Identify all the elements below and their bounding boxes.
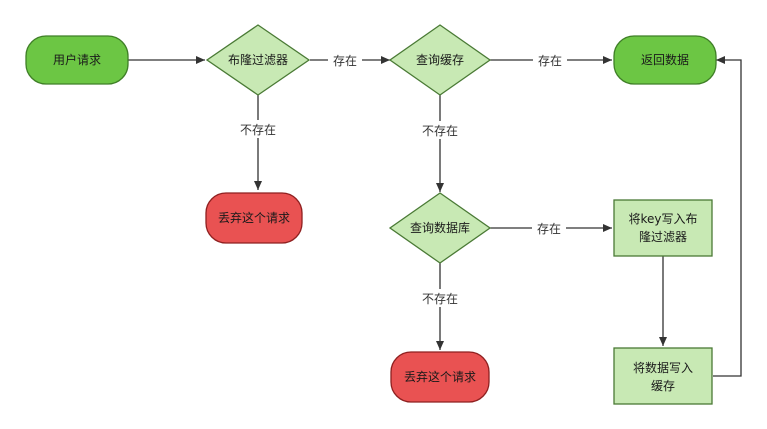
edge-label-db-to-discard: 不存在 bbox=[422, 292, 458, 306]
decision-bloom-filter-label: 布隆过滤器 bbox=[228, 52, 288, 67]
decision-query-cache-label: 查询缓存 bbox=[416, 53, 464, 67]
decision-query-cache: 查询缓存 bbox=[388, 24, 492, 96]
node-user-request-label: 用户请求 bbox=[53, 52, 101, 67]
node-discard-request-2: 丢弃这个请求 bbox=[390, 351, 490, 403]
edge-write-cache-to-return bbox=[713, 56, 742, 377]
node-user-request: 用户请求 bbox=[25, 35, 129, 85]
node-discard-request-1: 丢弃这个请求 bbox=[205, 192, 303, 244]
node-return-data-label: 返回数据 bbox=[641, 52, 689, 67]
node-discard-request-2-label: 丢弃这个请求 bbox=[404, 369, 476, 384]
edge-label-bloom-to-discard: 不存在 bbox=[240, 123, 276, 137]
node-write-key-to-bloom-label-line2: 隆过滤器 bbox=[639, 229, 687, 244]
node-return-data: 返回数据 bbox=[613, 35, 717, 85]
node-write-data-to-cache: 将数据写入 缓存 bbox=[613, 347, 713, 405]
decision-query-database: 查询数据库 bbox=[388, 192, 492, 264]
edge-label-cache-to-db: 不存在 bbox=[422, 124, 458, 138]
edge-label-db-to-write-bloom: 存在 bbox=[537, 222, 561, 236]
decision-bloom-filter: 布隆过滤器 bbox=[205, 24, 311, 96]
node-discard-request-1-label: 丢弃这个请求 bbox=[218, 210, 290, 225]
node-write-key-to-bloom-label-line1: 将key写入布 bbox=[628, 212, 697, 226]
node-write-data-to-cache-label-line1: 将数据写入 bbox=[633, 360, 693, 375]
node-write-data-to-cache-label-line2: 缓存 bbox=[651, 379, 675, 393]
decision-query-database-label: 查询数据库 bbox=[410, 220, 470, 235]
node-write-key-to-bloom: 将key写入布 隆过滤器 bbox=[613, 199, 713, 257]
edge-labels: 存在 存在 不存在 不存在 存在 不存在 bbox=[234, 51, 567, 307]
edge-label-cache-to-return: 存在 bbox=[538, 54, 562, 68]
edge-label-bloom-to-cache: 存在 bbox=[333, 54, 357, 68]
